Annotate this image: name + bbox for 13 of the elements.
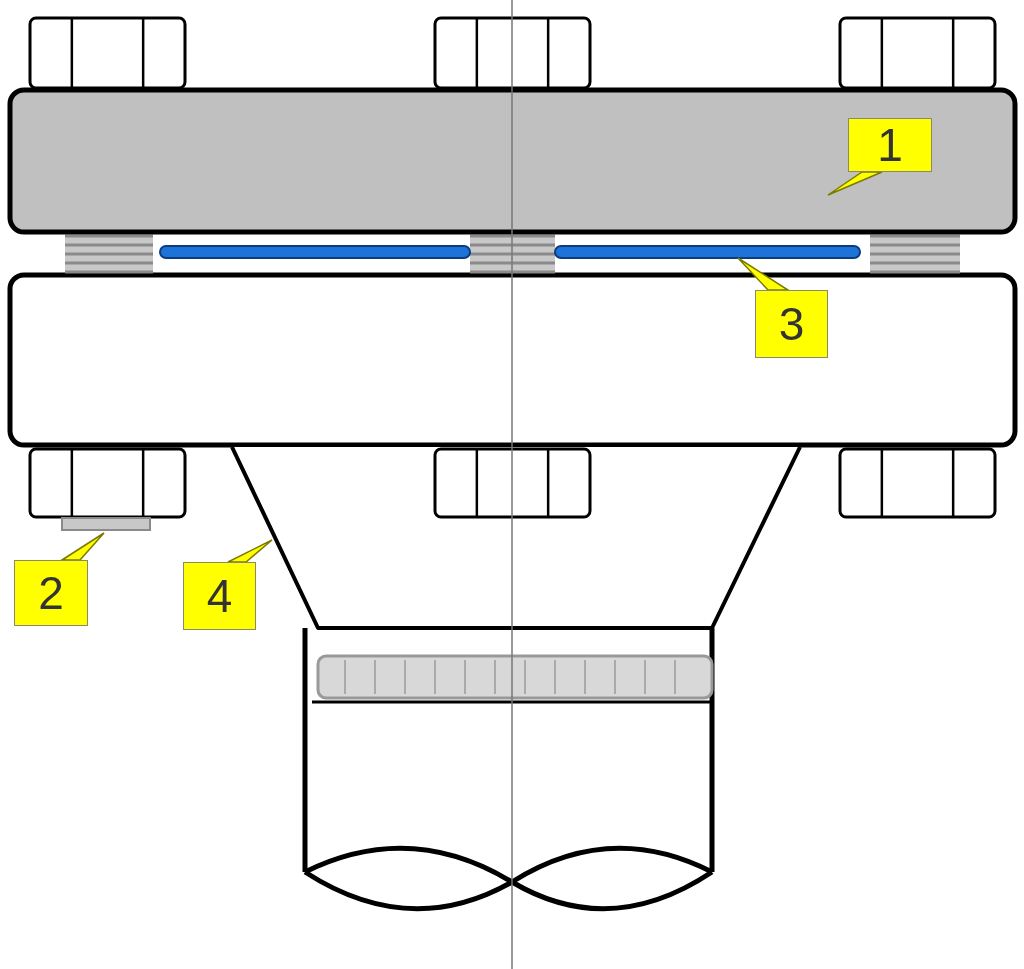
- callout-number: 4: [183, 562, 256, 630]
- hex-nut: [838, 447, 997, 519]
- leader-line: [59, 532, 105, 561]
- hex-nut: [28, 447, 187, 531]
- leader-line: [737, 257, 791, 291]
- leader-line: [827, 171, 883, 196]
- hex-nut: [28, 16, 187, 90]
- gasket: [159, 245, 861, 259]
- blind-flange: [7, 87, 1018, 235]
- hex-nut: [838, 16, 997, 90]
- leader-line: [227, 539, 273, 563]
- hex-nut: [433, 16, 592, 90]
- callout-number: 2: [14, 560, 88, 626]
